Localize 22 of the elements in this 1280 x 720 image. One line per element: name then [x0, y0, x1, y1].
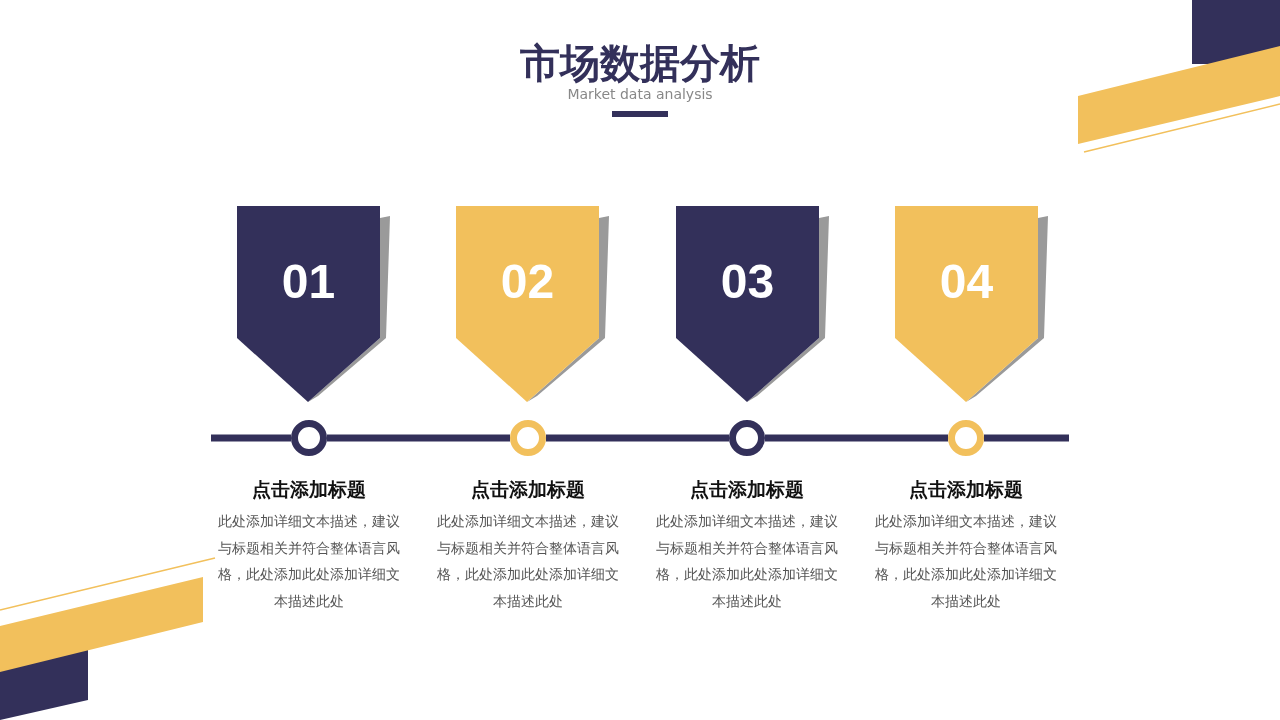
numbered-tag	[237, 206, 390, 403]
step-heading: 点击添加标题	[470, 477, 586, 502]
step-description: 此处添加详细文本描述，建议与标题相关并符合整体语言风格，此处添加此处添加详细文本描述此处	[655, 512, 839, 611]
timeline-marker	[291, 420, 327, 456]
step-heading: 点击添加标题	[908, 477, 1024, 502]
step-description: 此处添加详细文本描述，建议与标题相关并符合整体语言风格，此处添加此处添加详细文本描述此处	[874, 512, 1058, 611]
step-heading: 点击添加标题	[689, 477, 805, 502]
numbered-tag	[895, 206, 1048, 403]
numbered-tag	[676, 206, 829, 403]
step-number: 01	[280, 254, 337, 309]
step-number: 04	[938, 254, 995, 309]
step-description: 此处添加详细文本描述，建议与标题相关并符合整体语言风格，此处添加此处添加详细文本描述此处	[217, 512, 401, 611]
step-number: 03	[719, 254, 776, 309]
title: 市场数据分析	[520, 40, 760, 86]
step-heading: 点击添加标题	[251, 477, 367, 502]
subtitle: Market data analysis	[567, 86, 713, 102]
numbered-tag	[456, 206, 609, 403]
timeline-marker	[948, 420, 984, 456]
step-number: 02	[499, 254, 556, 309]
timeline-marker	[729, 420, 765, 456]
timeline-marker	[510, 420, 546, 456]
step-description: 此处添加详细文本描述，建议与标题相关并符合整体语言风格，此处添加此处添加详细文本描述此处	[436, 512, 620, 611]
